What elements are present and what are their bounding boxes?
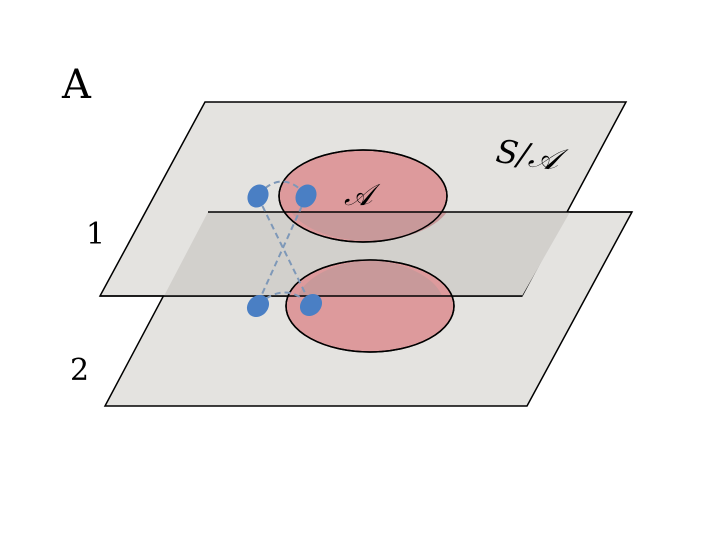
set-ellipse-layer-2-outline — [285, 259, 455, 353]
set-ellipse-layer-2-overlap — [298, 260, 442, 296]
set-ellipse-layer-1-overlap — [291, 212, 447, 241]
layer-2-label: 2 — [70, 353, 89, 388]
node-bottom-right — [299, 293, 323, 317]
node-top-left — [247, 184, 269, 208]
nodes — [246, 184, 323, 318]
plane-overlap — [164, 212, 570, 296]
node-bottom-left — [246, 294, 270, 318]
panel-label: A — [61, 62, 92, 108]
layer-1-label: 1 — [86, 217, 105, 252]
set-ellipse-layer-1-outline — [278, 149, 448, 243]
node-top-right — [295, 184, 317, 208]
